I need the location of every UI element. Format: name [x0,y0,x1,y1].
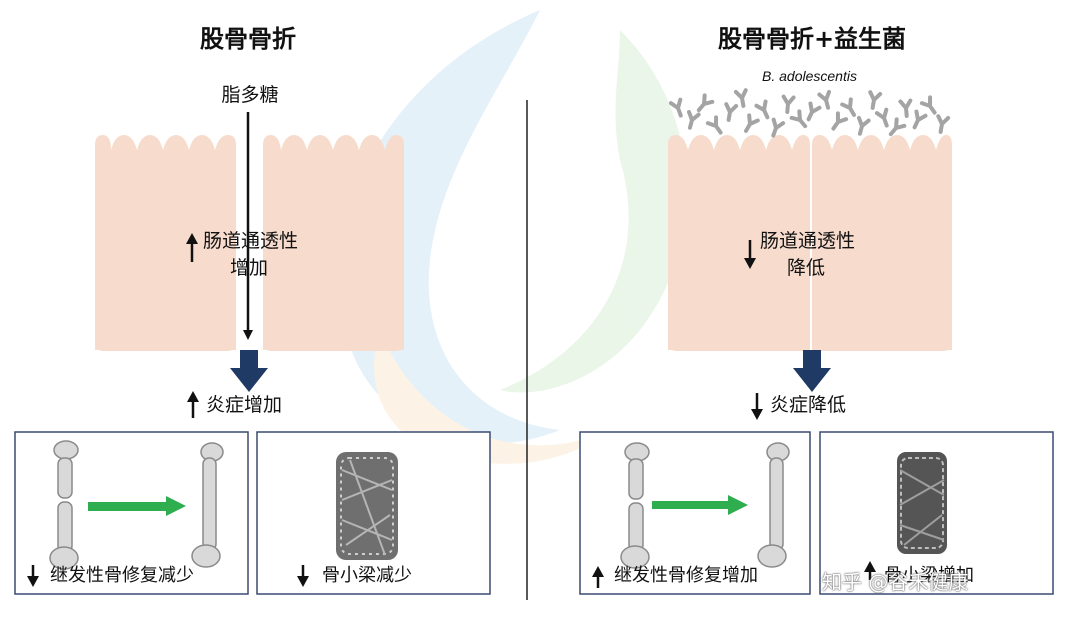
right-healed-femur [757,442,790,568]
left-intestinal-cells [95,135,404,351]
left-green-arrow [88,496,186,516]
bacterium [696,93,715,113]
right-trabecular-sample [897,452,947,554]
bacterium [686,109,701,130]
bacterium [817,89,832,110]
right-permeability-down-arrow [744,240,756,269]
left-trabecular-sample [336,452,398,560]
right-big-down-arrow [793,350,831,392]
bacterium [754,99,770,120]
right-trabecular-caption: 骨小梁增加 [884,565,974,586]
bacterium [744,113,760,133]
bacterium [874,107,889,128]
left-trabecular-down-arrow [297,565,309,587]
bacterium [771,117,786,138]
lps-label: 脂多糖 [221,84,279,106]
bacterium [919,95,937,115]
right-inflammation-label: 炎症降低 [770,394,847,416]
right-repair-caption: 继发性骨修复增加 [614,565,758,586]
species-label: B. adolescentis [762,68,857,84]
left-healed-femur [191,442,224,568]
bacterium [888,117,907,137]
bacterium [668,97,683,118]
bacterium [705,115,723,135]
right-inflammation-down-arrow [751,393,763,420]
bacterium [724,102,739,122]
left-fractured-femur [49,440,79,570]
bacterium [840,97,856,117]
bacterium [936,114,951,134]
left-permeability-change: 增加 [230,257,269,279]
left-inflammation-up-arrow [187,391,199,418]
left-repair-down-arrow [27,565,39,587]
bacterium [789,109,808,129]
right-panel-title: 股骨骨折+益生菌 [717,25,907,53]
left-trabecular-caption: 骨小梁减少 [322,565,412,586]
bacteria-cluster [668,88,951,138]
right-repair-up-arrow [592,566,604,588]
bacterium [733,88,748,108]
bacterium [912,109,928,130]
bacterium [806,101,822,122]
left-inflammation-label: 炎症增加 [206,394,283,416]
right-green-arrow [652,495,748,515]
bacterium [781,94,796,114]
left-repair-caption: 继发性骨修复减少 [50,565,194,586]
left-big-down-arrow [230,350,268,392]
bacterium [898,98,913,118]
bacterium [868,90,883,110]
left-permeability-label: 肠道通透性 [203,230,299,252]
bacterium [856,115,871,136]
right-intestinal-cells [668,135,952,351]
left-panel-title: 股骨骨折 [200,25,296,53]
right-permeability-change: 降低 [787,257,826,279]
right-trabecular-up-arrow [864,561,876,580]
right-fractured-femur [620,442,650,569]
bacterium [831,111,849,131]
right-permeability-label: 肠道通透性 [760,230,856,252]
left-permeability-up-arrow [186,233,198,262]
zhihu-watermark: 知乎 @谷禾健康 [822,570,969,594]
